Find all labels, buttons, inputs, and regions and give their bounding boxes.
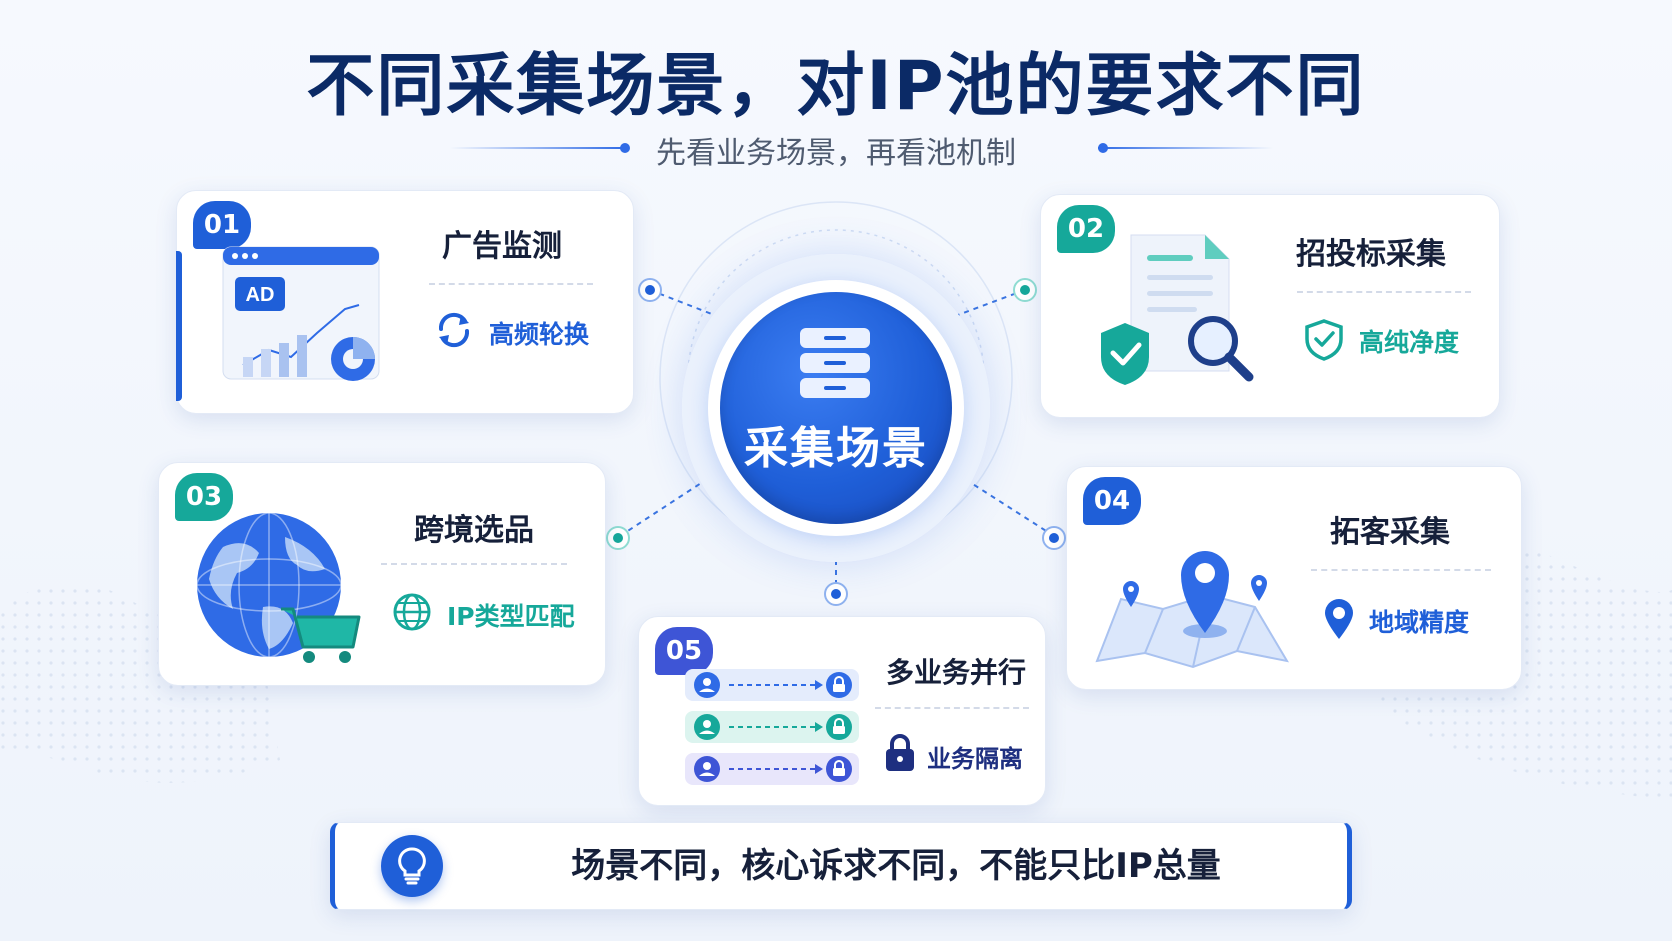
lightbulb-badge [381, 835, 443, 897]
card-key-requirement: 业务隔离 [927, 745, 1023, 773]
card-key-requirement: 高纯净度 [1359, 328, 1460, 357]
card-number: 02 [1057, 205, 1115, 253]
card-title: 多业务并行 [885, 656, 1026, 689]
card-key-requirement: IP类型匹配 [447, 602, 575, 631]
card-title: 跨境选品 [414, 513, 534, 548]
scenario-card-04[interactable]: 04 拓客采集 地域精度 [1066, 466, 1522, 690]
card-title: 广告监测 [442, 229, 562, 264]
page-title: 不同采集场景，对IP池的要求不同 [306, 47, 1366, 126]
lock-icon [886, 734, 914, 771]
connector-endpoints [606, 278, 1066, 606]
card-key-requirement: 高频轮换 [489, 320, 590, 349]
location-pin-icon [1325, 599, 1353, 639]
page-subtitle: 先看业务场景，再看池机制 [656, 136, 1016, 171]
card-divider [875, 707, 1029, 709]
card-number: 04 [1083, 477, 1141, 525]
lightbulb-icon [398, 847, 426, 885]
ad-dashboard-icon: AD [222, 246, 380, 381]
map-pin-icon [1095, 551, 1290, 669]
card-title: 拓客采集 [1330, 515, 1450, 550]
center-label: 采集场景 [744, 423, 928, 474]
globe-icon [393, 593, 431, 631]
scenario-card-03[interactable]: 03 跨境选品 IP类型匹配 [158, 462, 606, 686]
bottom-callout: 场景不同，核心诉求不同，不能只比IP总量 [330, 822, 1352, 910]
card-accent [176, 251, 182, 401]
card-divider [381, 563, 567, 565]
refresh-icon [438, 312, 470, 348]
scenario-card-05[interactable]: 05 多业务并行 业务隔离 [638, 616, 1046, 806]
user-lock-rows-icon [685, 669, 859, 785]
server-stack-icon [800, 328, 870, 398]
card-divider [1297, 291, 1471, 293]
card-divider [1311, 569, 1491, 571]
document-search-icon [1101, 234, 1254, 385]
card-divider [429, 283, 593, 285]
shield-check-icon [1305, 319, 1343, 361]
ad-label: AD [246, 284, 275, 306]
scenario-card-01[interactable]: 01 AD 广告监测 高频轮换 [176, 190, 634, 414]
card-number: 01 [193, 201, 251, 249]
card-title: 招投标采集 [1296, 237, 1446, 272]
subtitle-row: 先看业务场景，再看池机制 [0, 128, 1672, 171]
globe-cart-icon [196, 512, 361, 663]
subtitle-line-right [1098, 147, 1273, 149]
card-key-requirement: 地域精度 [1369, 608, 1470, 637]
scenario-card-02[interactable]: 02 招投标采集 高纯净度 [1040, 194, 1500, 418]
card-number: 05 [655, 627, 713, 675]
bottom-message: 场景不同，核心诉求不同，不能只比IP总量 [571, 846, 1221, 886]
subtitle-dot-left [620, 143, 630, 153]
card-number: 03 [175, 473, 233, 521]
subtitle-line-left [450, 147, 625, 149]
